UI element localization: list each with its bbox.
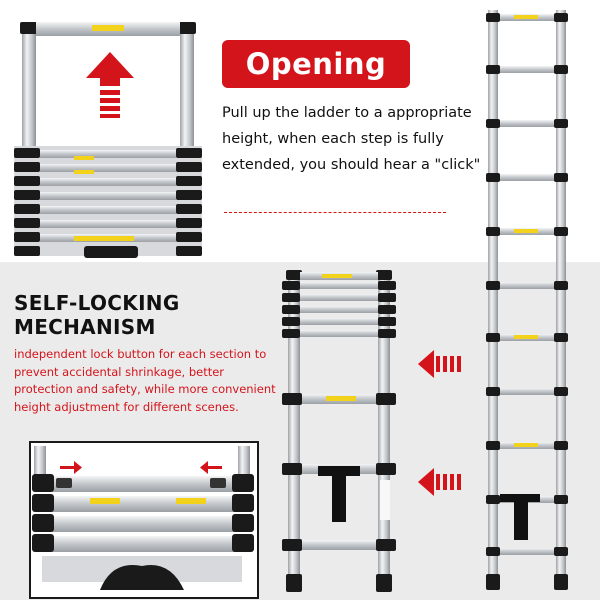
rung-end-cap (486, 441, 500, 450)
ladder-rung (496, 66, 558, 73)
ladder-rung (496, 174, 558, 181)
ladder-rung (300, 282, 378, 289)
rung-end-cap (486, 13, 500, 22)
ladder-rung (496, 388, 558, 395)
ladder-rung (496, 282, 558, 289)
up-arrow-icon (86, 52, 134, 118)
warning-label (514, 335, 538, 339)
self-locking-description: independent lock button for each section… (14, 347, 276, 414)
warning-label (514, 229, 538, 233)
extended-ladder (486, 10, 568, 590)
rung-end-cap (554, 281, 568, 290)
rung-end-cap (554, 173, 568, 182)
rung-end-cap (378, 317, 396, 326)
rung-end-cap (282, 281, 300, 290)
rung-end-cap (282, 293, 300, 302)
rung-end-cap (282, 305, 300, 314)
rung-end-cap (378, 293, 396, 302)
half-extended-ladder (282, 270, 396, 592)
rung-end-cap (378, 329, 396, 338)
rung-end-cap (554, 441, 568, 450)
ladder-rung (300, 330, 378, 337)
left-arrow-icon (418, 468, 461, 496)
ladder-rung (496, 548, 558, 555)
collapsed-ladder (14, 22, 202, 258)
rung-end-cap (554, 387, 568, 396)
rung-end-cap (486, 387, 500, 396)
lock-button-arrow-icon (60, 461, 82, 474)
warning-label (514, 443, 538, 447)
dashed-divider (224, 212, 446, 213)
lock-closeup (29, 441, 259, 599)
rung-end-cap (554, 119, 568, 128)
rung-end-cap (554, 495, 568, 504)
rung-end-cap (486, 281, 500, 290)
rung-end-cap (282, 317, 300, 326)
ladder-rung (300, 306, 378, 313)
rung-end-cap (486, 65, 500, 74)
ladder-rung (300, 294, 378, 301)
left-arrow-icon (418, 350, 461, 378)
rung-end-cap (282, 329, 300, 338)
rung-end-cap (486, 333, 500, 342)
rung-end-cap (486, 173, 500, 182)
self-locking-title: SELF-LOCKING MECHANISM (14, 291, 180, 339)
opening-badge: Opening (222, 40, 410, 88)
rung-end-cap (486, 227, 500, 236)
rung-end-cap (378, 281, 396, 290)
rung-end-cap (554, 227, 568, 236)
rung-end-cap (486, 119, 500, 128)
rung-end-cap (486, 547, 500, 556)
rung-end-cap (378, 305, 396, 314)
lock-button-arrow-icon (200, 461, 222, 474)
rung-end-cap (554, 547, 568, 556)
rung-end-cap (554, 13, 568, 22)
rung-end-cap (486, 495, 500, 504)
rung-end-cap (554, 65, 568, 74)
rung-end-cap (554, 333, 568, 342)
warning-label (514, 15, 538, 19)
opening-description: Pull up the ladder to a appropriate heig… (222, 105, 481, 173)
ladder-rung (496, 120, 558, 127)
ladder-rung (300, 318, 378, 325)
